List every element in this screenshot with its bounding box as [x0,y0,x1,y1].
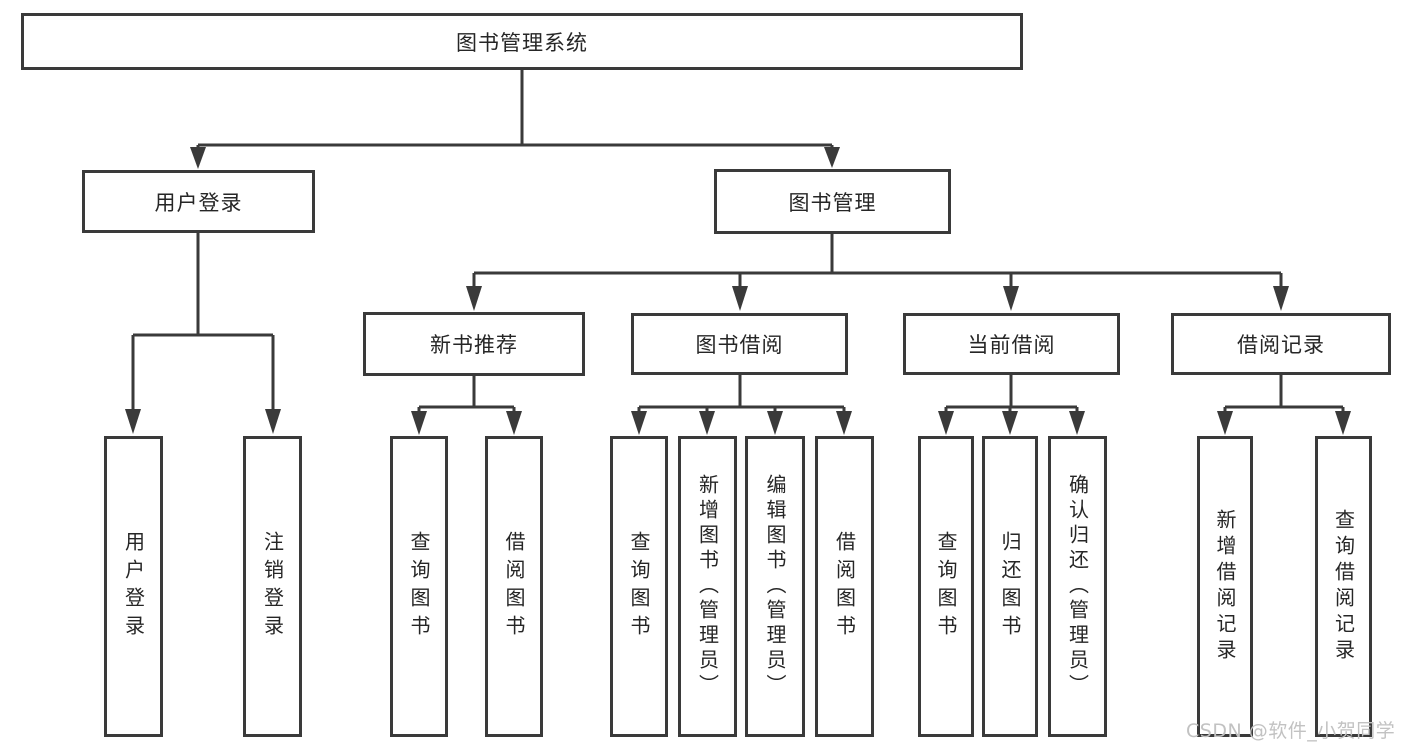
leaf-user-login: 用户登录 [104,436,163,737]
node-label: 查询图书 [407,530,431,643]
node-label: 注销登录 [260,530,285,643]
leaf-query-books-current: 查询图书 [918,436,974,737]
leaf-add-borrow-record: 新增借阅记录 [1197,436,1253,737]
node-label: 借阅图书 [502,530,526,643]
node-label: 编辑图书（管理员） [763,474,787,699]
node-borrow-records: 借阅记录 [1171,313,1391,375]
leaf-query-borrow-record: 查询借阅记录 [1315,436,1372,737]
node-current-borrow: 当前借阅 [903,313,1120,375]
leaf-logout: 注销登录 [243,436,302,737]
node-label: 新增图书（管理员） [695,474,720,699]
node-label: 用户登录 [121,530,146,643]
node-label: 借阅记录 [1237,333,1325,357]
leaf-confirm-return-admin: 确认归还（管理员） [1048,436,1107,737]
node-label: 图书管理 [788,190,877,215]
node-label: 借阅图书 [832,530,857,643]
connector-strokes [131,70,1345,412]
leaf-query-books-borrow: 查询图书 [610,436,668,737]
node-label: 新增借阅记录 [1213,508,1237,665]
leaf-return-books: 归还图书 [982,436,1038,737]
node-book-management: 图书管理 [714,169,951,234]
node-label: 查询图书 [627,530,651,643]
node-label: 图书借阅 [695,333,784,357]
node-label: 查询图书 [934,530,958,643]
arrow-down-icons [125,147,1351,435]
node-label: 归还图书 [998,530,1022,643]
node-label: 图书管理系统 [456,30,588,55]
node-book-borrow: 图书借阅 [631,313,848,375]
leaf-borrow-books-recommend: 借阅图书 [485,436,543,737]
node-label: 确认归还（管理员） [1065,474,1090,699]
leaf-add-books-admin: 新增图书（管理员） [678,436,737,737]
csdn-watermark: CSDN @软件_小贺同学 [1186,720,1396,742]
node-new-book-recommend: 新书推荐 [363,312,585,376]
node-label: 当前借阅 [967,333,1056,357]
node-label: 新书推荐 [430,333,518,357]
leaf-edit-books-admin: 编辑图书（管理员） [745,436,805,737]
leaf-borrow-books: 借阅图书 [815,436,874,737]
node-user-login: 用户登录 [82,170,315,233]
node-system-root: 图书管理系统 [21,13,1023,70]
leaf-query-books-recommend: 查询图书 [390,436,448,737]
node-label: 查询借阅记录 [1331,508,1356,665]
node-label: 用户登录 [154,190,243,215]
